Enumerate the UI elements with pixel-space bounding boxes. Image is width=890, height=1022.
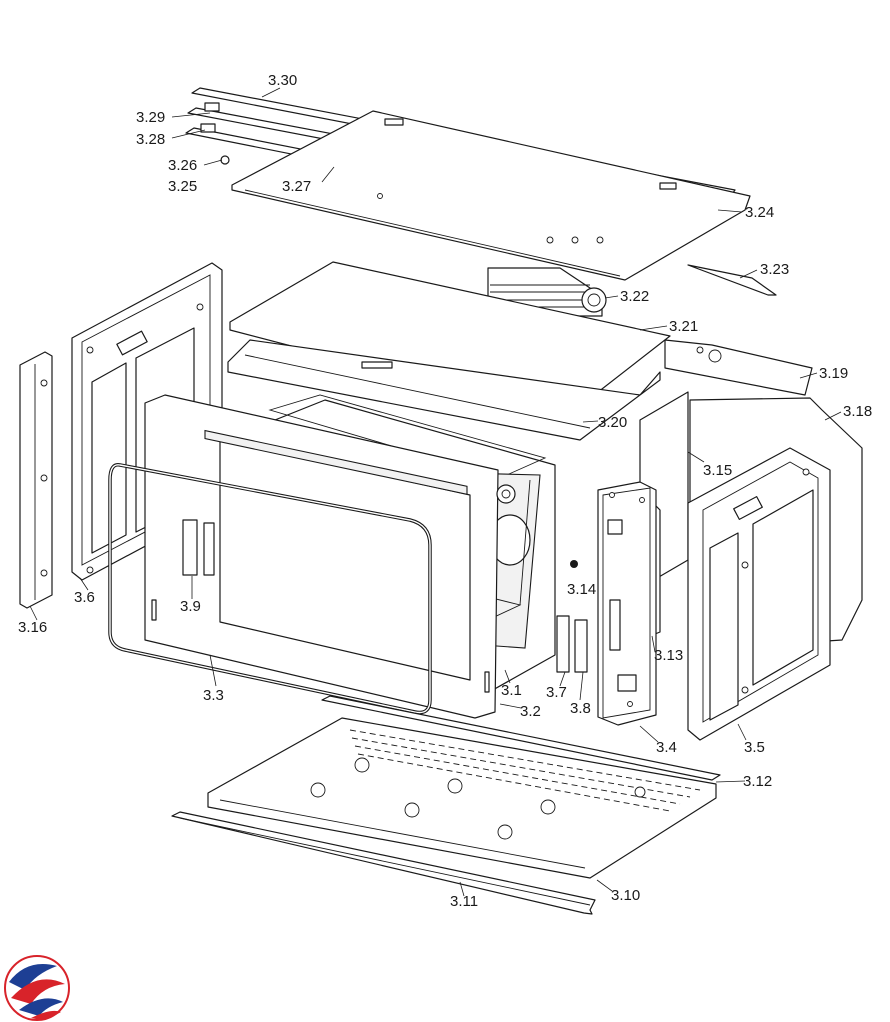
callout-3-14: 3.14 <box>567 581 596 598</box>
slot <box>659 182 677 190</box>
callout-3-13: 3.13 <box>654 647 683 664</box>
front-frame-3-2 <box>144 394 516 719</box>
callout-3-28: 3.28 <box>136 131 165 148</box>
leader-lines <box>29 87 842 897</box>
callout-3-7: 3.7 <box>546 684 567 701</box>
hinge-3-8 <box>574 619 588 673</box>
part-3-11-front-strip <box>171 811 596 915</box>
callout-3-4: 3.4 <box>656 739 677 756</box>
part-3-12-strip <box>321 695 721 781</box>
hole <box>377 193 383 199</box>
callout-3-27: 3.27 <box>282 178 311 195</box>
hinge-3-7 <box>556 615 570 673</box>
nut-3-26 <box>220 155 230 165</box>
vent-slots <box>349 729 701 812</box>
edge-line <box>244 189 621 277</box>
callout-3-24: 3.24 <box>745 204 774 221</box>
hole <box>571 236 579 244</box>
callout-3-23: 3.23 <box>760 261 789 278</box>
part-3-20-tray <box>227 339 661 441</box>
bracket <box>204 102 220 112</box>
callout-3-22: 3.22 <box>620 288 649 305</box>
callout-3-9: 3.9 <box>180 598 201 615</box>
door-gasket-3-3 <box>108 463 432 715</box>
upper-shields <box>227 261 813 441</box>
right-panels <box>639 391 863 741</box>
part-3-16-strip <box>19 351 53 609</box>
callout-3-11: 3.11 <box>450 893 478 910</box>
callout-3-30: 3.30 <box>268 72 297 89</box>
part-3-19-back-top <box>664 339 813 396</box>
callout-3-18: 3.18 <box>843 403 872 420</box>
callout-3-19: 3.19 <box>819 365 848 382</box>
callout-3-3: 3.3 <box>203 687 224 704</box>
control-panels <box>597 481 661 726</box>
part-3-23-small-plate <box>687 264 777 296</box>
callout-3-6: 3.6 <box>74 589 95 606</box>
callout-3-16: 3.16 <box>18 619 47 636</box>
part-3-4-control-bracket <box>597 481 657 726</box>
brand-swirl-logo <box>4 955 70 1021</box>
hinges <box>182 519 588 673</box>
callout-3-2: 3.2 <box>520 703 541 720</box>
slot <box>384 118 404 126</box>
callout-3-29: 3.29 <box>136 109 165 126</box>
hole <box>546 236 554 244</box>
hole <box>596 236 604 244</box>
bottom-assembly <box>171 695 721 915</box>
hinge-3-9 <box>182 519 198 576</box>
part-3-24-cover-plate <box>231 110 751 281</box>
callout-3-1: 3.1 <box>501 682 522 699</box>
callout-3-10: 3.10 <box>611 887 640 904</box>
callout-3-21: 3.21 <box>669 318 698 335</box>
callout-3-12: 3.12 <box>743 773 772 790</box>
callout-3-26: 3.26 <box>168 157 197 174</box>
top-cover-assembly <box>185 87 777 296</box>
callout-3-20: 3.20 <box>598 414 627 431</box>
callout-3-25: 3.25 <box>168 178 197 195</box>
callout-3-15: 3.15 <box>703 462 732 479</box>
callout-3-8: 3.8 <box>570 700 591 717</box>
part-3-10-base-plate <box>207 717 717 879</box>
callout-3-5: 3.5 <box>744 739 765 756</box>
bracket <box>200 123 216 133</box>
callout-labels: 3.30 3.29 3.28 3.26 3.25 3.27 3.24 3.23 … <box>18 72 872 910</box>
